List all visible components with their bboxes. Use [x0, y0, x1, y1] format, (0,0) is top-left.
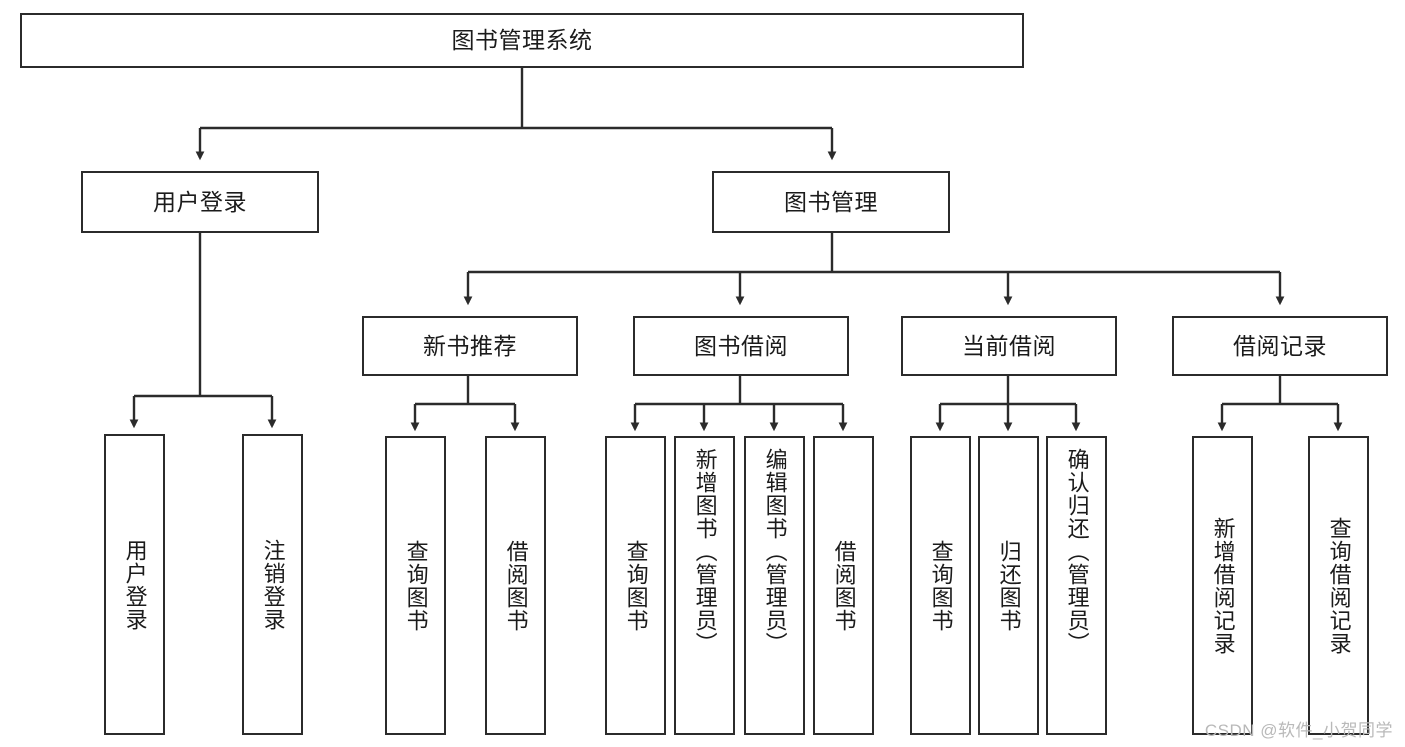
watermark-text: CSDN @软件_小贺同学 — [1204, 721, 1393, 740]
leaf-current-query-book[interactable]: 查询图书 — [910, 436, 971, 735]
leaf-recommend-query-book[interactable]: 查询图书 — [385, 436, 446, 735]
leaf-recommend-borrow-book-label: 借阅图书 — [503, 539, 529, 632]
leaf-record-query[interactable]: 查询借阅记录 — [1308, 436, 1369, 735]
leaf-borrow-add-book[interactable]: 新增图书（管理员） — [674, 436, 735, 735]
leaf-record-add-label: 新增借阅记录 — [1210, 516, 1236, 655]
node-borrow-record-label: 借阅记录 — [1233, 332, 1327, 359]
node-book-borrow-label: 图书借阅 — [694, 332, 788, 359]
leaf-borrow-add-book-label: 新增图书（管理员） — [692, 448, 718, 655]
node-user-login-label: 用户登录 — [153, 188, 247, 215]
node-book-borrow[interactable]: 图书借阅 — [633, 316, 849, 376]
leaf-user-login[interactable]: 用户登录 — [104, 434, 165, 735]
node-borrow-record[interactable]: 借阅记录 — [1172, 316, 1388, 376]
leaf-borrow-query-book-label: 查询图书 — [623, 539, 649, 632]
node-root-label: 图书管理系统 — [451, 27, 593, 54]
node-current-borrow-label: 当前借阅 — [962, 332, 1056, 359]
leaf-borrow-edit-book-label: 编辑图书（管理员） — [762, 448, 788, 655]
node-new-book-recommend-label: 新书推荐 — [423, 332, 517, 359]
leaf-recommend-query-book-label: 查询图书 — [403, 539, 429, 632]
leaf-borrow-edit-book[interactable]: 编辑图书（管理员） — [744, 436, 805, 735]
leaf-recommend-borrow-book[interactable]: 借阅图书 — [485, 436, 546, 735]
node-new-book-recommend[interactable]: 新书推荐 — [362, 316, 578, 376]
leaf-current-confirm-return[interactable]: 确认归还（管理员） — [1046, 436, 1107, 735]
leaf-borrow-borrow-book-label: 借阅图书 — [831, 539, 857, 632]
leaf-logout[interactable]: 注销登录 — [242, 434, 303, 735]
leaf-current-query-book-label: 查询图书 — [928, 539, 954, 632]
leaf-current-return-book-label: 归还图书 — [996, 539, 1022, 632]
node-user-login[interactable]: 用户登录 — [81, 171, 319, 233]
node-current-borrow[interactable]: 当前借阅 — [901, 316, 1117, 376]
leaf-current-return-book[interactable]: 归还图书 — [978, 436, 1039, 735]
leaf-record-add[interactable]: 新增借阅记录 — [1192, 436, 1253, 735]
node-book-management-label: 图书管理 — [784, 188, 878, 215]
leaf-logout-label: 注销登录 — [260, 538, 286, 631]
leaf-user-login-label: 用户登录 — [122, 538, 148, 631]
leaf-borrow-query-book[interactable]: 查询图书 — [605, 436, 666, 735]
node-book-management[interactable]: 图书管理 — [712, 171, 950, 233]
node-root[interactable]: 图书管理系统 — [20, 13, 1024, 68]
leaf-borrow-borrow-book[interactable]: 借阅图书 — [813, 436, 874, 735]
leaf-current-confirm-return-label: 确认归还（管理员） — [1064, 448, 1090, 655]
leaf-record-query-label: 查询借阅记录 — [1326, 516, 1352, 655]
